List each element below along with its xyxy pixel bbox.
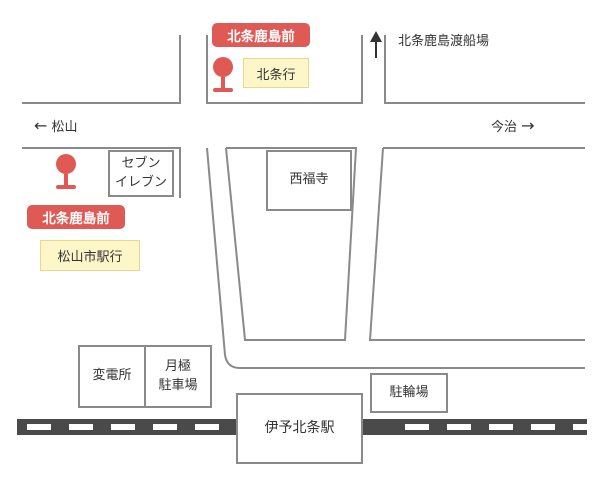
station-building: 伊予北条駅 [236, 393, 363, 464]
rail-tie [27, 424, 51, 430]
substation-label: 変電所 [92, 368, 132, 384]
monthly-parking-lot: 月極 駐車場 [144, 345, 212, 408]
north-direction-label: 北条鹿島渡船場 [398, 34, 490, 49]
left-arrow-icon: ← [34, 116, 48, 135]
temple-label: 西福寺 [289, 172, 329, 188]
west-direction-label: 松山 [51, 120, 78, 135]
road-edge-top-middle [206, 35, 363, 104]
bus-stop-south-name: 北条鹿島前 [27, 205, 125, 229]
seven-eleven-building: セブン イレブン [108, 150, 174, 197]
rail-tie [153, 424, 177, 430]
rail-tie [195, 424, 219, 430]
bicycle-parking-building: 駐輪場 [370, 373, 448, 413]
rail-tie [447, 424, 471, 430]
seven-eleven-label-line2: イレブン [114, 174, 167, 190]
substation-building: 変電所 [78, 345, 146, 408]
road-edge-east-block [368, 147, 585, 341]
station-label: 伊予北条駅 [264, 420, 335, 437]
parking-label-line2: 駐車場 [158, 377, 198, 393]
rail-tie [573, 424, 597, 430]
rail-tie [69, 424, 93, 430]
bus-stop-sign-north [213, 57, 233, 92]
temple-building: 西福寺 [266, 150, 352, 211]
bus-stop-north-name: 北条鹿島前 [212, 23, 310, 47]
road-edge-diagonal [206, 147, 585, 369]
north-arrow-icon [370, 31, 382, 58]
east-arrow-label: 今治 → [491, 116, 535, 135]
right-arrow-icon: → [521, 116, 535, 135]
rail-tie [405, 424, 429, 430]
road-edge-top-left [22, 35, 181, 104]
west-arrow-label: ← 松山 [34, 116, 78, 135]
east-direction-label: 今治 [491, 120, 518, 135]
rail-tie [531, 424, 555, 430]
road-edge-top-right [384, 35, 585, 104]
bicycle-parking-label: 駐輪場 [389, 384, 429, 400]
rail-tie [111, 424, 135, 430]
bus-stop-south-route: 松山市駅行 [40, 240, 140, 271]
road-edge-left-lower [22, 147, 181, 198]
bus-stop-sign-south [56, 154, 76, 189]
temple-block [225, 147, 358, 341]
rail-tie [489, 424, 513, 430]
parking-label-line1: 月極 [164, 358, 191, 374]
seven-eleven-label-line1: セブン [121, 155, 161, 171]
bus-stop-north-route: 北条行 [243, 58, 309, 88]
